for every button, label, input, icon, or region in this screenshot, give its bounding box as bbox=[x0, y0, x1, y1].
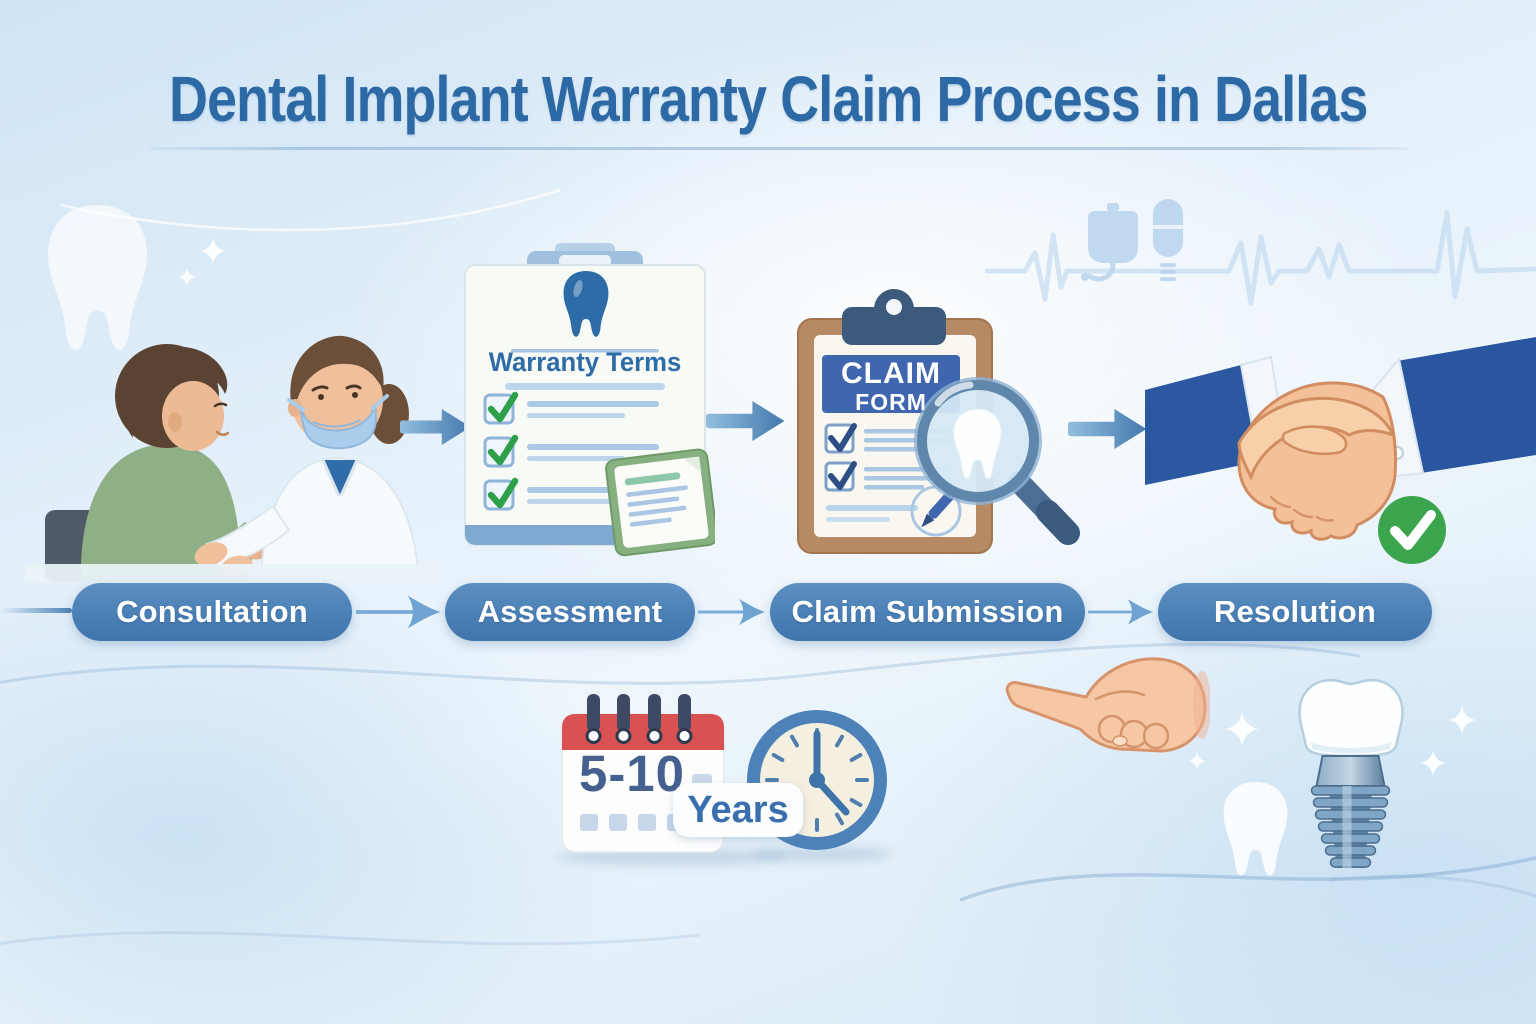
flow-arrow-icon bbox=[706, 401, 785, 441]
notepad-icon bbox=[605, 448, 715, 557]
flow-arrow-icon bbox=[1068, 409, 1147, 449]
tooth-watermark-icon bbox=[1223, 782, 1288, 876]
step-arrow-icon bbox=[1088, 599, 1154, 625]
step-arrow-icon bbox=[698, 598, 766, 626]
flow-arrow-icon bbox=[400, 409, 471, 445]
soft-shadow bbox=[752, 846, 892, 862]
page-title: Dental Implant Warranty Claim Process in… bbox=[168, 63, 1368, 135]
sparkle-icon bbox=[1420, 750, 1446, 776]
success-check-icon bbox=[1378, 496, 1446, 564]
title-underline bbox=[150, 147, 1408, 150]
ekg-heartbeat-decoration bbox=[985, 199, 1536, 306]
calendar-rings bbox=[585, 694, 693, 744]
step-pill-claim-submission: Claim Submission bbox=[770, 583, 1085, 641]
step-arrow-icon bbox=[356, 595, 441, 629]
step-label: Resolution bbox=[1213, 594, 1377, 629]
implant-screw bbox=[1310, 785, 1391, 868]
sparkle-icon bbox=[200, 238, 226, 264]
iv-bag-icon bbox=[1081, 203, 1138, 282]
implant-icon bbox=[1298, 678, 1404, 868]
clipboard-clip bbox=[842, 289, 946, 345]
tooth-icon bbox=[953, 408, 1002, 480]
step-label: Claim Submission bbox=[791, 594, 1064, 629]
claim-form-clipboard bbox=[797, 289, 1080, 554]
check-icon bbox=[487, 477, 519, 509]
tooth-watermark-icon bbox=[48, 205, 147, 350]
checklist-row bbox=[483, 391, 659, 425]
duration-unit-badge: Years bbox=[673, 783, 803, 837]
step-pill-assessment: Assessment bbox=[445, 583, 695, 641]
sparkle-icon bbox=[178, 268, 196, 286]
thumb bbox=[1281, 425, 1348, 456]
pointing-hand-icon bbox=[1005, 657, 1210, 753]
handshake-icon bbox=[1145, 337, 1536, 564]
step-label: Consultation bbox=[116, 594, 308, 629]
right-sleeve bbox=[1397, 337, 1536, 473]
sparkle-icon bbox=[1225, 712, 1259, 746]
implant-abutment bbox=[1315, 755, 1386, 787]
step-pill-resolution: Resolution bbox=[1158, 583, 1432, 641]
sparkle-icon bbox=[1188, 752, 1206, 770]
magnifier-icon bbox=[914, 377, 1080, 545]
check-icon bbox=[487, 391, 519, 423]
warranty-card-title: Warranty Terms bbox=[488, 347, 682, 377]
sparkle-icon bbox=[1448, 706, 1476, 734]
claim-banner bbox=[822, 355, 960, 413]
checklist-row bbox=[483, 434, 659, 468]
ekg-line bbox=[985, 210, 1536, 306]
hand bbox=[1237, 396, 1396, 481]
check-icon bbox=[828, 423, 857, 452]
tooth-icon bbox=[563, 271, 609, 337]
signature-area bbox=[826, 485, 962, 537]
check-icon bbox=[487, 434, 519, 466]
warranty-terms-clipboard bbox=[464, 243, 715, 557]
step-pill-consultation: Consultation bbox=[72, 583, 352, 641]
check-icon bbox=[828, 461, 857, 490]
pen-icon bbox=[921, 491, 955, 528]
duration-unit: Years bbox=[687, 788, 789, 831]
duration-range: 5-10 bbox=[578, 745, 686, 802]
claim-form-title: CLAIM FORM bbox=[822, 358, 960, 414]
capsule-icon bbox=[1153, 199, 1183, 281]
claim-title-line1: CLAIM bbox=[841, 357, 941, 390]
lead-in-line bbox=[0, 608, 72, 613]
consultation-illustration bbox=[25, 335, 440, 582]
face-mask-icon bbox=[300, 403, 378, 450]
step-label: Assessment bbox=[477, 594, 663, 629]
desk bbox=[25, 564, 440, 582]
dentist bbox=[194, 335, 421, 582]
claim-title-line2: FORM bbox=[855, 388, 927, 415]
